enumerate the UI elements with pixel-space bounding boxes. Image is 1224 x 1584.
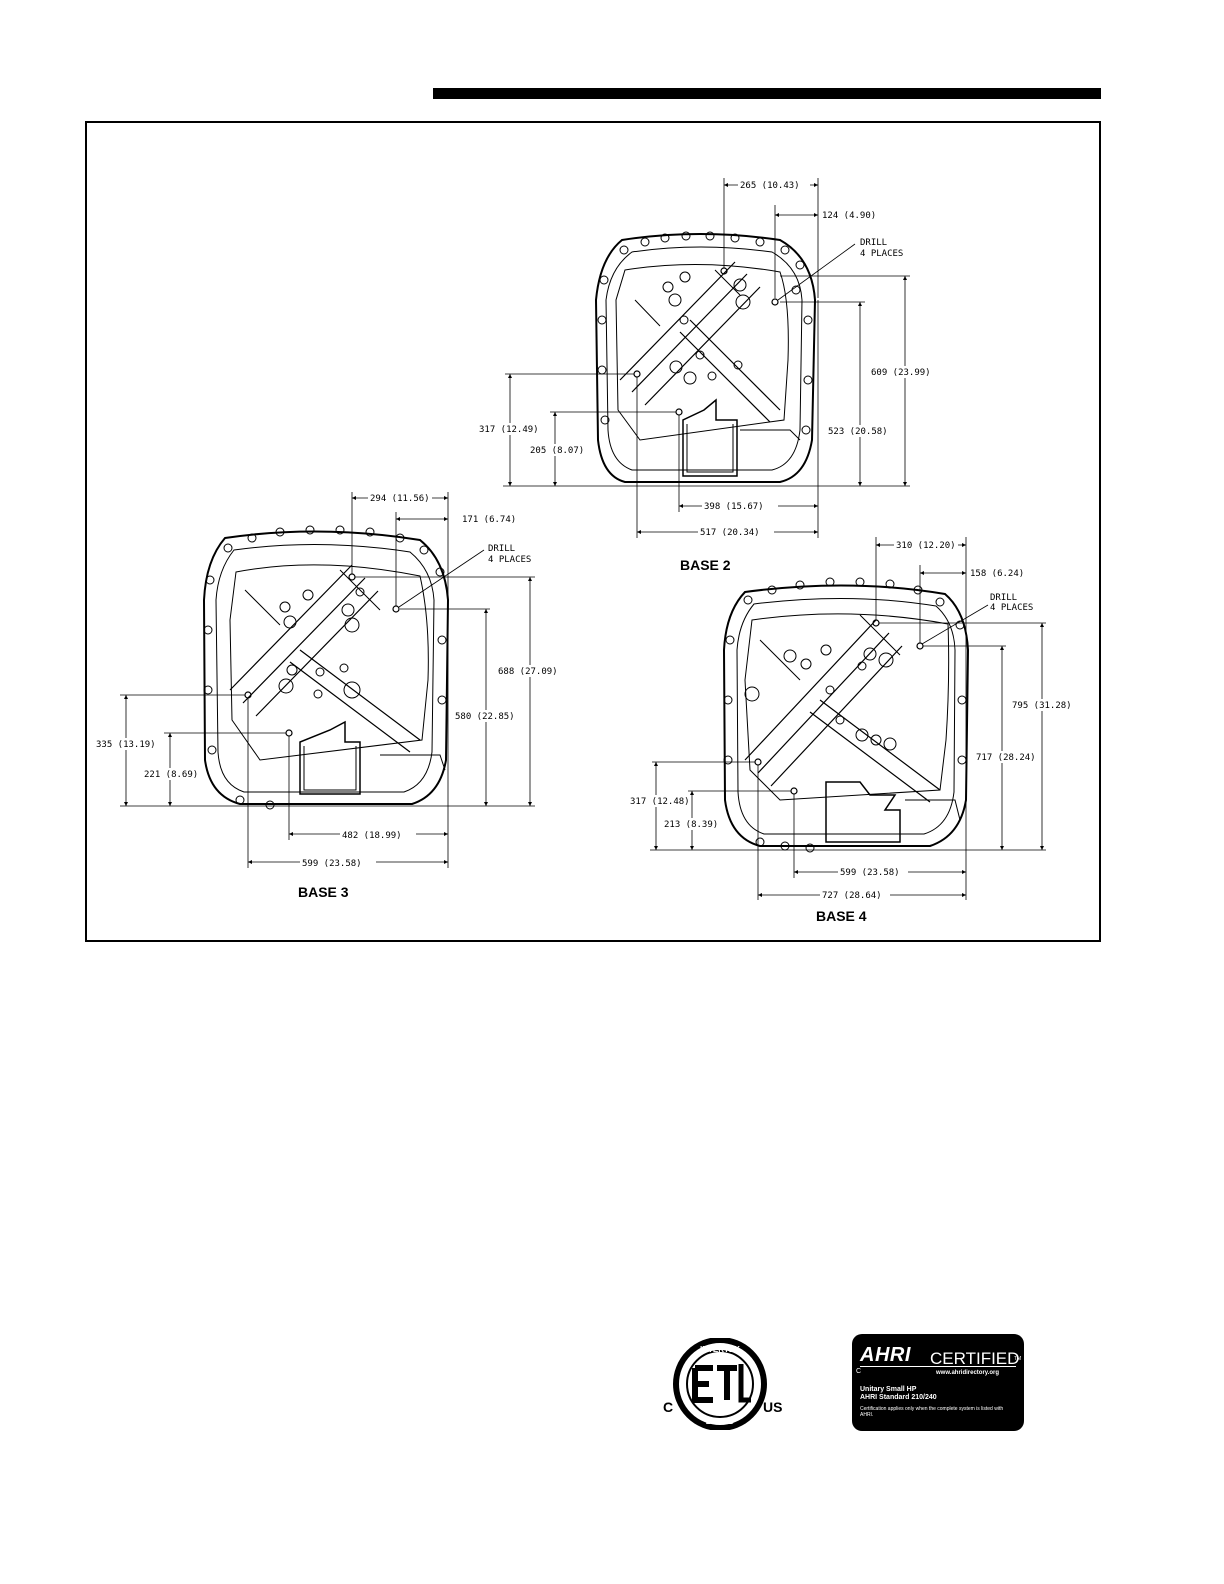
- etl-listed-logo: INTERTEK LISTED C US: [663, 1338, 782, 1430]
- base3-bottom-outer: 599 (23.58): [302, 859, 362, 869]
- base2-labels: 265 (10.43) 124 (4.90) DRILL 4 PLACES 60…: [478, 180, 934, 573]
- base3-right-inner: 580 (22.85): [455, 712, 515, 722]
- drawing-frame: [85, 121, 1101, 942]
- base3-drill-label: DRILL: [488, 544, 515, 554]
- ahri-c-mark: C: [856, 1368, 862, 1375]
- base2-top-width: 265 (10.43): [740, 181, 800, 191]
- etl-letter-l: [738, 1364, 751, 1403]
- base4-bottom-inner: 599 (23.58): [840, 868, 900, 878]
- base3-bottom-inner: 482 (18.99): [342, 831, 402, 841]
- base4-drill-places: 4 PLACES: [990, 603, 1033, 613]
- base3-top-offset: 171 (6.74): [462, 515, 516, 525]
- base3-right-outer: 688 (27.09): [498, 667, 558, 677]
- etl-c-text: C: [663, 1399, 673, 1415]
- base2-bottom-inner: 398 (15.67): [704, 502, 764, 512]
- base4-top-width: 310 (12.20): [896, 541, 956, 551]
- base2-bottom-outer: 517 (20.34): [700, 528, 760, 538]
- ahri-divider: [860, 1366, 1016, 1367]
- base4-drawing: [650, 537, 1046, 900]
- etl-us-text: US: [763, 1399, 782, 1415]
- etl-letter-e: [692, 1365, 713, 1403]
- base2-left-inner: 205 (8.07): [530, 446, 584, 456]
- base3-title: BASE 3: [298, 884, 349, 900]
- base4-left-inner: 213 (8.39): [664, 820, 718, 830]
- base4-title: BASE 4: [816, 908, 867, 924]
- etl-letter-t: [717, 1365, 737, 1400]
- base4-left-outer: 317 (12.48): [630, 797, 690, 807]
- base3-left-outer: 335 (13.19): [96, 740, 156, 750]
- ahri-program: Unitary Small HP: [860, 1386, 917, 1393]
- ahri-certified-badge: AHRI CERTIFIED TM www.ahridirectory.org …: [852, 1334, 1024, 1431]
- base4-right-outer: 795 (31.28): [1012, 701, 1072, 711]
- etl-top-text: INTERTEK: [700, 1345, 740, 1354]
- base3-top-width: 294 (11.56): [370, 494, 430, 504]
- ahri-logo: AHRI: [860, 1344, 911, 1366]
- base4-labels: 310 (12.20) 158 (6.24) DRILL 4 PLACES 79…: [628, 540, 1072, 924]
- base2-left-outer: 317 (12.49): [479, 425, 539, 435]
- base4-drill-label: DRILL: [990, 593, 1017, 603]
- base3-drill-places: 4 PLACES: [488, 555, 531, 565]
- base4-right-inner: 717 (28.24): [976, 753, 1036, 763]
- header-rule: [433, 88, 1101, 99]
- base2-right-outer: 609 (23.99): [871, 368, 931, 378]
- etl-bottom-text: LISTED: [706, 1417, 735, 1426]
- ahri-tm: TM: [1014, 1356, 1022, 1362]
- ahri-url: www.ahridirectory.org: [936, 1370, 1000, 1376]
- base2-drawing: [503, 178, 910, 538]
- base2-drill-places: 4 PLACES: [860, 249, 903, 259]
- base4-top-offset: 158 (6.24): [970, 569, 1024, 579]
- ahri-standard: AHRI Standard 210/240: [860, 1394, 937, 1401]
- base3-drawing: [120, 492, 535, 868]
- base2-right-inner: 523 (20.58): [828, 427, 888, 437]
- base2-title: BASE 2: [680, 557, 731, 573]
- base4-bottom-outer: 727 (28.64): [822, 891, 882, 901]
- base3-labels: 294 (11.56) 171 (6.74) DRILL 4 PLACES 68…: [94, 493, 561, 900]
- base2-top-offset: 124 (4.90): [822, 211, 876, 221]
- ahri-note: Certification applies only when the comp…: [860, 1406, 1004, 1418]
- ahri-certified-text: CERTIFIED: [930, 1349, 1020, 1368]
- base2-drill-label: DRILL: [860, 238, 887, 248]
- base3-left-inner: 221 (8.69): [144, 770, 198, 780]
